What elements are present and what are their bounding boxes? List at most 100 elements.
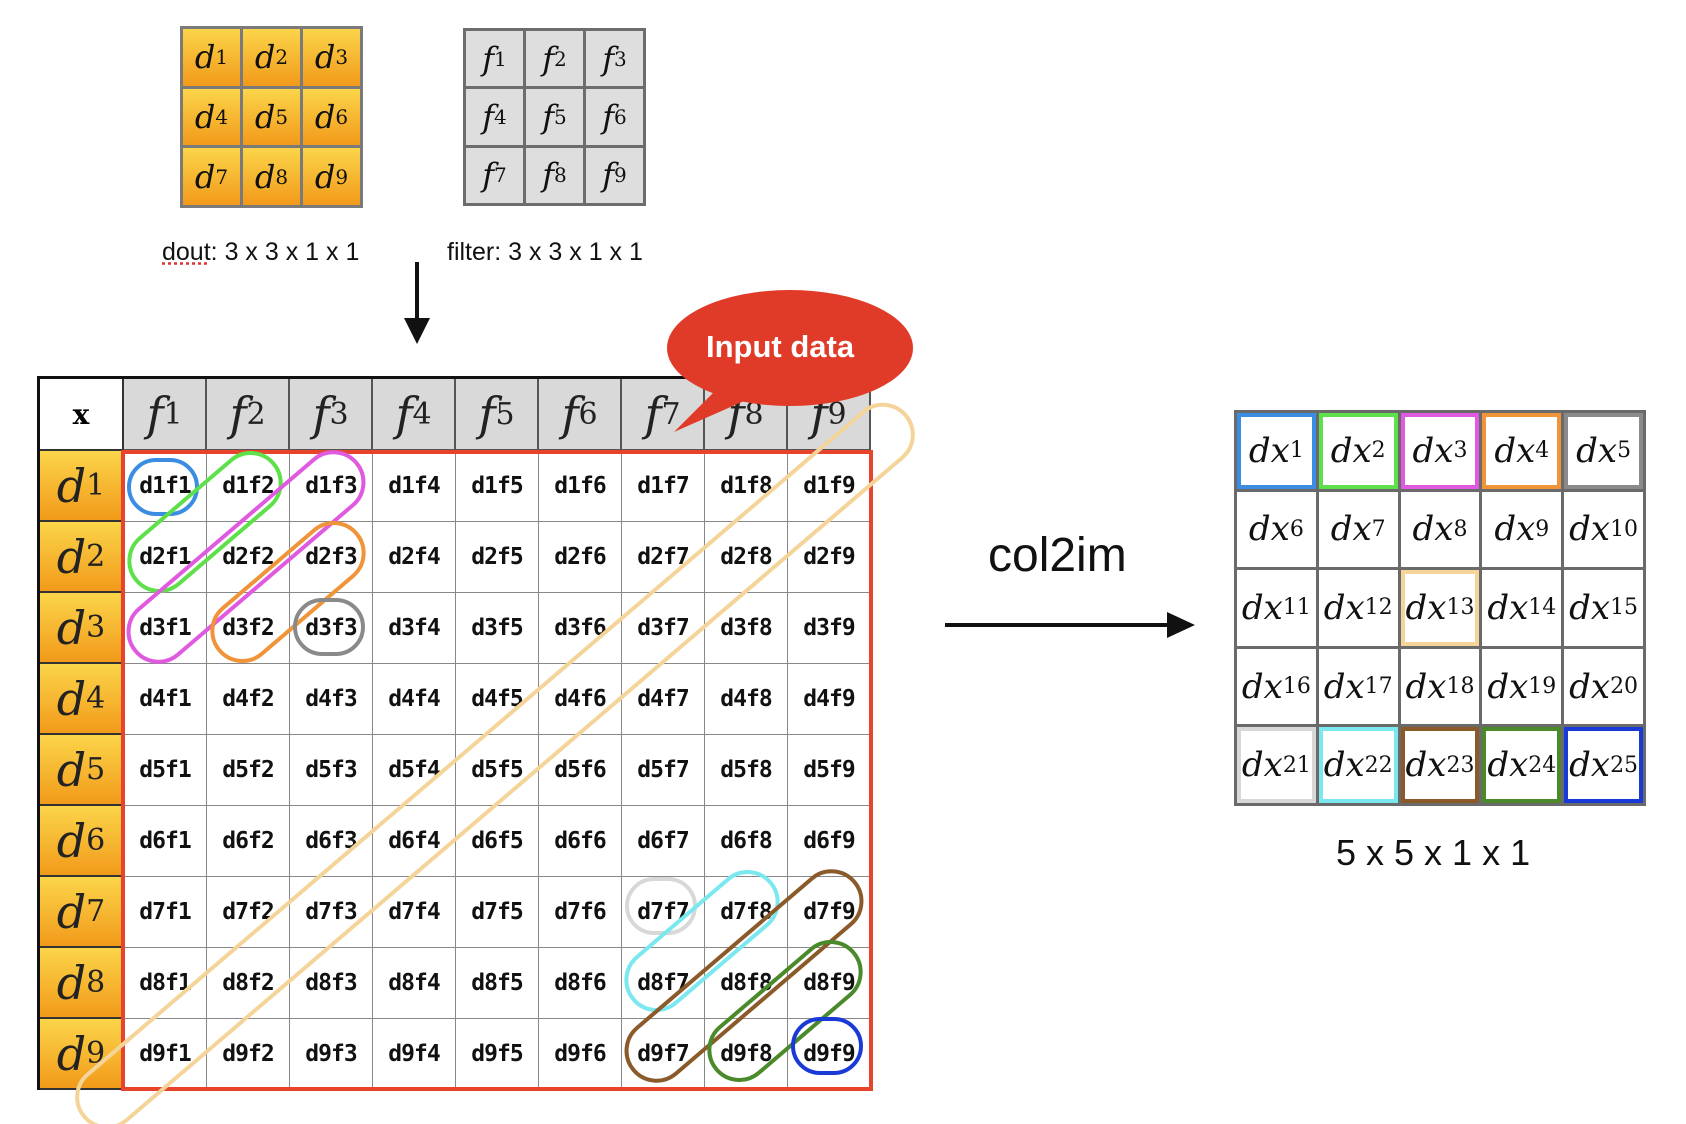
table-cell: d1f2: [207, 451, 290, 522]
table-cell: d4f3: [290, 664, 373, 735]
table-cell: d2f6: [539, 522, 622, 593]
table-cell: d7f2: [207, 877, 290, 948]
table-cell: d8f1: [124, 948, 207, 1019]
table-cell: d2f9: [788, 522, 871, 593]
table-cell: d3f8: [705, 593, 788, 664]
table-cell: d4f5: [456, 664, 539, 735]
table-cell: d1f9: [788, 451, 871, 522]
table-cell: d5f4: [373, 735, 456, 806]
table-cell: d3f4: [373, 593, 456, 664]
right-arrow-icon: [945, 612, 1195, 638]
callout-text: Input data: [706, 329, 855, 364]
table-cell: d9f2: [207, 1019, 290, 1090]
table-cell: d9f1: [124, 1019, 207, 1090]
table-cell: d9f3: [290, 1019, 373, 1090]
table-cell: d1f7: [622, 451, 705, 522]
table-cell: d5f8: [705, 735, 788, 806]
table-cell: d7f8: [705, 877, 788, 948]
table-cell: d7f1: [124, 877, 207, 948]
table-cell: d4f6: [539, 664, 622, 735]
table-cell: d1f5: [456, 451, 539, 522]
table-cell: d1f8: [705, 451, 788, 522]
filter-caption: filter: 3 x 3 x 1 x 1: [447, 238, 643, 266]
table-cell: d6f2: [207, 806, 290, 877]
table-cell: d9f5: [456, 1019, 539, 1090]
table-cell: d3f6: [539, 593, 622, 664]
corner-label: x: [40, 379, 124, 451]
table-cell: d3f5: [456, 593, 539, 664]
table-cell: d3f1: [124, 593, 207, 664]
table-cell: d5f2: [207, 735, 290, 806]
table-cell: d8f8: [705, 948, 788, 1019]
table-cell: d8f3: [290, 948, 373, 1019]
table-cell: d3f2: [207, 593, 290, 664]
table-cell: d5f3: [290, 735, 373, 806]
table-cell: d4f4: [373, 664, 456, 735]
table-cell: d5f9: [788, 735, 871, 806]
table-cell: d5f1: [124, 735, 207, 806]
table-cell: d9f6: [539, 1019, 622, 1090]
table-cell: d8f2: [207, 948, 290, 1019]
table-cell: d4f2: [207, 664, 290, 735]
table-cell: d9f4: [373, 1019, 456, 1090]
table-cell: d8f7: [622, 948, 705, 1019]
dout-caption: dout: 3 x 3 x 1 x 1: [162, 238, 360, 266]
table-cell: d1f3: [290, 451, 373, 522]
table-cell: d6f1: [124, 806, 207, 877]
output-shape-label: 5 x 5 x 1 x 1: [1336, 832, 1531, 873]
table-cell: d9f7: [622, 1019, 705, 1090]
table-cell: d8f5: [456, 948, 539, 1019]
table-cell: d3f7: [622, 593, 705, 664]
table-cell: d2f4: [373, 522, 456, 593]
callout-bubble: [667, 290, 913, 432]
table-cell: d2f7: [622, 522, 705, 593]
table-cell: d8f4: [373, 948, 456, 1019]
table-cell: d8f6: [539, 948, 622, 1019]
table-cell: d7f4: [373, 877, 456, 948]
table-cell: d7f7: [622, 877, 705, 948]
